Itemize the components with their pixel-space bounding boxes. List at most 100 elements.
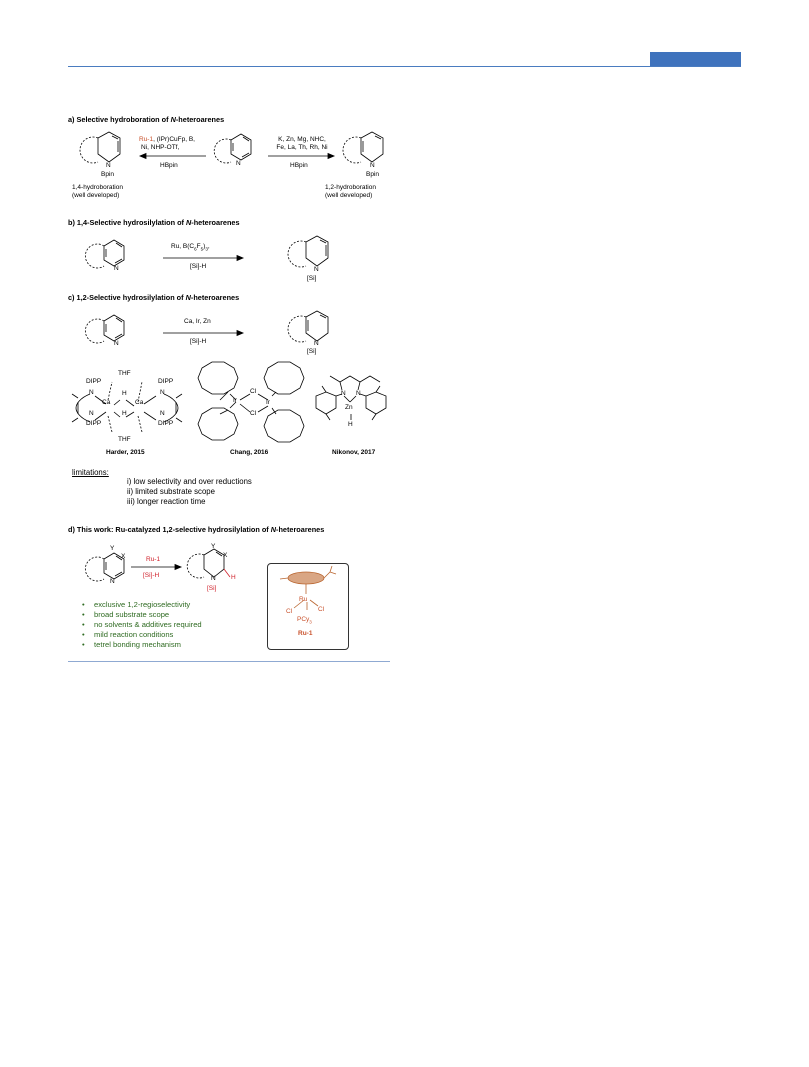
nikonov-caption: Nikonov, 2017 bbox=[332, 449, 376, 456]
section-d-title: d) This work: Ru-catalyzed 1,2-selective… bbox=[68, 525, 325, 534]
harder-DIPP-4: DIPP bbox=[158, 420, 174, 427]
scheme-d-product-H: H bbox=[231, 574, 236, 581]
advantage-item: •no solvents & additives required bbox=[82, 620, 202, 629]
scheme-a-start bbox=[213, 133, 252, 164]
scheme-a-start-N: N bbox=[236, 160, 241, 167]
harder-THF-top: THF bbox=[118, 370, 131, 377]
harder-Ca-2: Ca bbox=[135, 399, 144, 406]
harder-N-3: N bbox=[160, 389, 165, 396]
scheme-c-start bbox=[84, 314, 125, 344]
nikonov-N-1: N bbox=[341, 390, 346, 397]
scheme-c-reagent: [Si]-H bbox=[190, 338, 207, 345]
scheme-d-product-N: N bbox=[211, 575, 216, 582]
scheme-c-product-N: N bbox=[314, 340, 319, 347]
scheme-a-right-catalysts-1: K, Zn, Mg, NHC, bbox=[278, 136, 326, 143]
section-b-title: b) 1,4-Selective hydrosilylation of N-he… bbox=[68, 218, 240, 227]
harder-H-2: H bbox=[122, 410, 127, 417]
scheme-a-left-reagent: HBpin bbox=[160, 162, 178, 169]
section-a-title: a) Selective hydroboration of N-heteroar… bbox=[68, 115, 225, 124]
harder-THF-bottom: THF bbox=[118, 436, 131, 443]
ru1-structure bbox=[279, 565, 337, 610]
scheme-a-right-reagent: HBpin bbox=[290, 162, 308, 169]
limitation-item: ii) limited substrate scope bbox=[127, 487, 215, 496]
ru1-PCy3: PCy3 bbox=[297, 616, 312, 625]
scheme-c-product-Si: [Si] bbox=[307, 348, 317, 355]
harder-N-2: N bbox=[89, 410, 94, 417]
scheme-a-left-caption-2: (well developed) bbox=[72, 192, 120, 199]
chang-Ir-1: Ir bbox=[233, 397, 237, 404]
limitation-item: iii) longer reaction time bbox=[127, 497, 206, 506]
harder-caption: Harder, 2015 bbox=[106, 449, 145, 456]
scheme-d-start-X: X bbox=[121, 553, 126, 560]
scheme-a-right-product bbox=[342, 131, 384, 164]
scheme-a-left-Bpin: Bpin bbox=[101, 171, 115, 178]
scheme-a-left-arrow bbox=[138, 152, 206, 160]
scheme-a-right-arrow bbox=[268, 152, 336, 160]
advantage-item: •tetrel bonding mechanism bbox=[82, 640, 181, 649]
scheme-d-start-Y: Y bbox=[110, 545, 115, 552]
harder-DIPP-1: DIPP bbox=[86, 378, 102, 385]
harder-DIPP-2: DIPP bbox=[86, 420, 102, 427]
header-rule bbox=[68, 66, 741, 67]
scheme-b-arrow bbox=[163, 254, 245, 262]
ru1-structure-box bbox=[267, 563, 349, 650]
scheme-a-right-caption-1: 1,2-hydroboration bbox=[325, 184, 376, 191]
scheme-a-right-caption-2: (well developed) bbox=[325, 192, 373, 199]
harder-Ca-1: Ca bbox=[102, 399, 111, 406]
scheme-d-arrow bbox=[131, 563, 183, 571]
footer-rule bbox=[68, 661, 390, 662]
scheme-c-catalyst: Ca, Ir, Zn bbox=[184, 318, 211, 325]
scheme-b-start bbox=[84, 239, 125, 269]
scheme-a-left-caption-1: 1,4-hydroboration bbox=[72, 184, 123, 191]
ru1-label: Ru-1 bbox=[298, 630, 313, 637]
header-tab bbox=[650, 52, 741, 66]
scheme-d-start-N: N bbox=[110, 578, 115, 585]
scheme-d-reagent: [Si]-H bbox=[143, 572, 160, 579]
scheme-b-product-Si: [Si] bbox=[307, 275, 317, 282]
chang-catalyst-structure bbox=[197, 361, 305, 443]
nikonov-catalyst-structure bbox=[315, 375, 387, 421]
harder-H-1: H bbox=[122, 390, 127, 397]
chang-caption: Chang, 2016 bbox=[230, 449, 269, 456]
scheme-b-start-N: N bbox=[114, 265, 119, 272]
chang-Cl-2: Cl bbox=[250, 410, 257, 417]
nikonov-H: H bbox=[348, 421, 353, 428]
advantage-item: •mild reaction conditions bbox=[82, 630, 174, 639]
harder-DIPP-3: DIPP bbox=[158, 378, 174, 385]
ru1-Cl-left: Cl bbox=[286, 608, 293, 615]
scheme-a-left-product bbox=[79, 131, 121, 164]
scheme-d-product-X: X bbox=[223, 552, 228, 559]
harder-catalyst-structure bbox=[71, 381, 183, 433]
harder-N-1: N bbox=[89, 389, 94, 396]
harder-N-4: N bbox=[160, 410, 165, 417]
scheme-a-right-N: N bbox=[370, 162, 375, 169]
scheme-a-left-N: N bbox=[106, 162, 111, 169]
ru1-Cl-right: Cl bbox=[318, 606, 325, 613]
scheme-b-product-N: N bbox=[314, 266, 319, 273]
nikonov-Zn: Zn bbox=[345, 404, 353, 411]
scheme-d-product bbox=[186, 548, 231, 579]
limitations-title: limitations: bbox=[72, 468, 109, 477]
ru1-Ru: Ru bbox=[299, 596, 308, 603]
scheme-c-arrow bbox=[163, 329, 245, 337]
scheme-c-product bbox=[287, 310, 329, 343]
limitations-list: i) low selectivity and over reductions i… bbox=[127, 477, 252, 507]
scheme-d-product-Y: Y bbox=[211, 543, 216, 550]
scheme-b-reagent: [Si]-H bbox=[190, 263, 207, 270]
nikonov-N-2: N bbox=[356, 390, 361, 397]
scheme-d-product-Si: [Si] bbox=[207, 585, 217, 592]
limitation-item: i) low selectivity and over reductions bbox=[127, 477, 252, 486]
section-c-title: c) 1,2-Selective hydrosilylation of N-he… bbox=[68, 293, 240, 302]
advantage-item: •exclusive 1,2-regioselectivity bbox=[82, 600, 191, 609]
scheme-b-catalyst: Ru, B(C6F5)3, bbox=[171, 243, 210, 252]
scheme-a-left-catalysts-1: Ru-1, (IPr)CuFp, B, bbox=[139, 136, 195, 143]
chang-Cl-1: Cl bbox=[250, 388, 257, 395]
scheme-d-start bbox=[84, 552, 125, 582]
scheme-a-right-Bpin: Bpin bbox=[366, 171, 380, 178]
scheme-a-left-catalysts-2: Ni, NHP-OTf, bbox=[141, 144, 180, 151]
chang-Ir-2: Ir bbox=[266, 399, 270, 406]
scheme-c-start-N: N bbox=[114, 340, 119, 347]
advantage-item: •broad substrate scope bbox=[82, 610, 170, 619]
scheme-a-right-catalysts-2: Fe, La, Th, Rh, Ni bbox=[276, 144, 328, 151]
scheme-d-catalyst: Ru-1 bbox=[146, 556, 161, 563]
